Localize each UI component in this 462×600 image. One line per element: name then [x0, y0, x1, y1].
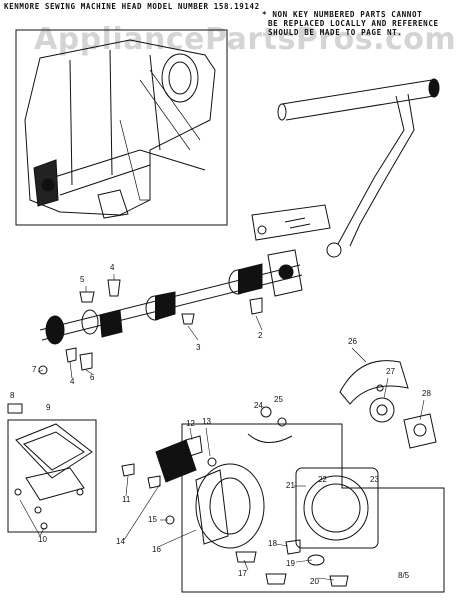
main-shaft — [39, 249, 303, 345]
small-screws — [38, 279, 263, 375]
shuttle-assembly-frame — [121, 406, 445, 593]
note-line-2: BE REPLACED LOCALLY AND REFERENCE — [268, 19, 439, 28]
note-line-1: * NON KEY NUMBERED PARTS CANNOT — [262, 10, 423, 19]
bracket-plate — [251, 204, 331, 241]
callout-13: 13 — [202, 417, 211, 426]
callout-24: 24 — [254, 401, 263, 410]
callout-10: 10 — [38, 535, 47, 544]
callout-17: 17 — [238, 569, 247, 578]
callout-16: 16 — [152, 545, 161, 554]
callout-28: 28 — [422, 389, 431, 398]
callout-2: 2 — [258, 331, 263, 340]
callout-7: 7 — [32, 365, 37, 374]
callout-21: 21 — [286, 481, 295, 490]
callout-8: 8 — [10, 391, 15, 400]
callout-14: 14 — [116, 537, 125, 546]
callout-20: 20 — [310, 577, 319, 586]
leader-lines — [19, 274, 425, 581]
callout-11: 11 — [122, 495, 131, 504]
callout-23: 23 — [370, 475, 379, 484]
callout-4b: 4 — [70, 377, 75, 386]
cover-plate-assembly — [7, 403, 97, 533]
callout-18: 18 — [268, 539, 277, 548]
callout-25: 25 — [274, 395, 283, 404]
callout-26: 26 — [348, 337, 357, 346]
watermark: AppliancePartsPros.com — [34, 22, 457, 57]
callout-9: 9 — [46, 403, 51, 412]
page-number: 8/5 — [398, 571, 410, 580]
note-line-3: SHOULD BE MADE TO PAGE NT. — [268, 28, 403, 37]
callout-3: 3 — [196, 343, 201, 352]
bobbin-winder-rod — [277, 78, 440, 258]
callout-5: 5 — [80, 275, 85, 284]
callout-15: 15 — [148, 515, 157, 524]
callout-6: 6 — [90, 373, 95, 382]
callout-12: 12 — [186, 419, 195, 428]
page-title: KENMORE SEWING MACHINE HEAD MODEL NUMBER… — [4, 2, 260, 11]
machine-head-inset — [15, 29, 228, 226]
callout-19: 19 — [286, 559, 295, 568]
callout-22: 22 — [318, 475, 327, 484]
callout-4: 4 — [110, 263, 115, 272]
hook-cover-parts — [339, 360, 437, 449]
callout-27: 27 — [386, 367, 395, 376]
